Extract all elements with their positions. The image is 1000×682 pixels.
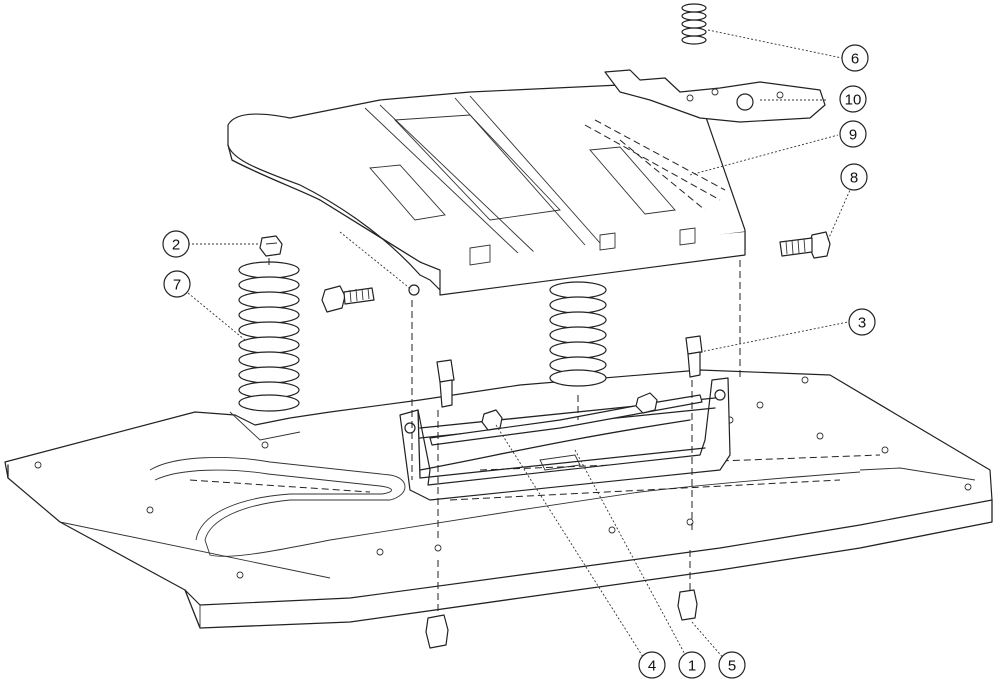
callout-9: 9 xyxy=(839,120,867,148)
svg-text:6: 6 xyxy=(851,51,859,68)
callout-1: 1 xyxy=(678,651,706,679)
svg-text:9: 9 xyxy=(849,127,857,144)
svg-text:7: 7 xyxy=(173,277,181,294)
assembly-lines xyxy=(268,258,693,615)
upper-plate xyxy=(227,84,746,480)
nut-top-spring xyxy=(259,235,283,257)
leader-lines xyxy=(187,29,851,661)
callout-4: 4 xyxy=(638,651,666,679)
svg-text:8: 8 xyxy=(850,170,858,187)
svg-text:3: 3 xyxy=(858,315,866,332)
spring-small-top xyxy=(681,3,707,45)
svg-text:10: 10 xyxy=(845,92,862,109)
stud-right-3 xyxy=(685,335,703,378)
callout-3: 3 xyxy=(848,308,876,336)
nut-bottom-left xyxy=(425,614,449,649)
nut-bottom-right-5 xyxy=(677,589,698,621)
callout-10: 10 xyxy=(839,85,867,113)
callout-2: 2 xyxy=(162,230,190,258)
latch-plate xyxy=(604,69,826,123)
callout-5: 5 xyxy=(718,651,746,679)
svg-text:1: 1 xyxy=(688,658,696,675)
bolt-left xyxy=(321,285,375,313)
stud-center-left xyxy=(436,359,455,408)
base-plate xyxy=(4,369,993,629)
plate-holes xyxy=(34,376,972,579)
bolt-right xyxy=(779,231,831,259)
callout-8: 8 xyxy=(840,163,868,191)
callout-6: 6 xyxy=(841,44,869,72)
lower-bracket xyxy=(399,377,731,501)
spring-left xyxy=(238,261,300,412)
spring-center xyxy=(549,281,607,387)
callout-7: 7 xyxy=(163,270,191,298)
svg-text:4: 4 xyxy=(648,658,656,675)
svg-text:2: 2 xyxy=(172,237,180,254)
svg-text:5: 5 xyxy=(728,658,736,675)
